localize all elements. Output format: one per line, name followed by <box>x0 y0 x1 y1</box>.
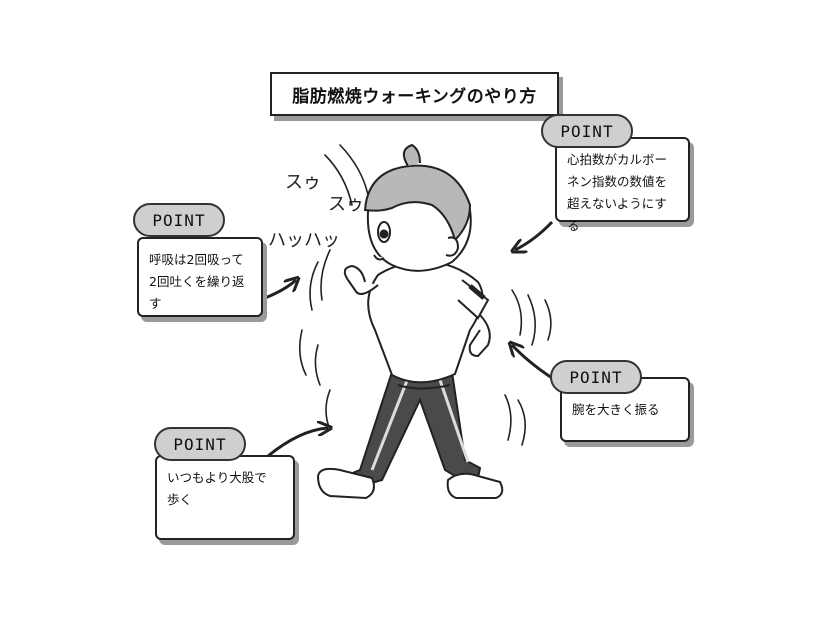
point-badge: POINT <box>133 203 225 237</box>
arrow-icon <box>515 220 554 250</box>
arms <box>343 264 491 358</box>
point-badge: POINT <box>154 427 246 461</box>
sound-effect-breath-in: スゥ <box>285 172 321 193</box>
sound-effect-breath-out: ハッハッ <box>268 230 340 251</box>
point-badge: POINT <box>541 114 633 148</box>
tip-text-line: 超えないようにする <box>567 196 667 233</box>
point-badge: POINT <box>550 360 642 394</box>
tip-text-line: いつもより大股で <box>167 470 267 485</box>
tip-heart-rate: 心拍数がカルボー ネン指数の数値を 超えないようにする <box>555 137 690 233</box>
arrow-icon <box>512 345 553 380</box>
tip-text-line: 腕を大きく振る <box>572 401 660 417</box>
pants <box>338 371 482 492</box>
tip-text-line: 呼吸は2回吸って <box>149 252 244 267</box>
head <box>363 143 472 272</box>
tip-text-line: 心拍数がカルボー <box>567 152 668 167</box>
sound-effect-breath-in: スゥ <box>328 194 364 215</box>
tip-breathing: 呼吸は2回吸って 2回吐くを繰り返す <box>137 237 263 317</box>
tip-text-line: 歩く <box>167 492 193 507</box>
tip-stride: いつもより大股で 歩く <box>155 455 295 540</box>
tip-text-line: 2回吐くを繰り返す <box>149 274 245 311</box>
arrow-icon <box>267 428 328 458</box>
shoes <box>316 467 504 500</box>
page-title: 脂肪燃焼ウォーキングのやり方 <box>292 86 537 107</box>
arrow-icon <box>264 280 296 300</box>
shirt <box>367 260 490 384</box>
title-banner: 脂肪燃焼ウォーキングのやり方 <box>270 72 559 116</box>
tip-text-line: ネン指数の数値を <box>567 174 668 189</box>
